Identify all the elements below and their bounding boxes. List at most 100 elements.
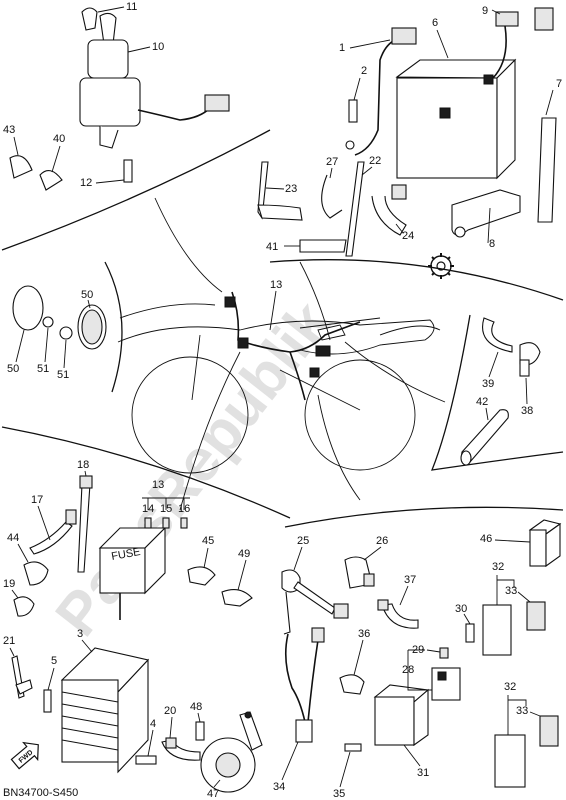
callout-17: 17 [31, 494, 43, 506]
callout-8: 8 [489, 238, 495, 250]
relay-31-body [374, 696, 415, 746]
band-24-head [391, 184, 407, 200]
bolt-12 [123, 159, 133, 183]
callout-24: 24 [402, 230, 414, 242]
front-fender [117, 326, 241, 343]
clamp-19 [13, 596, 35, 617]
cable-1-connector [391, 27, 417, 45]
zone-divider-bottom-left [1, 426, 291, 519]
clamp-group-right [460, 317, 541, 466]
callout-37: 37 [404, 574, 416, 586]
leader-24 [395, 223, 404, 234]
rear-wheel [304, 359, 416, 471]
callout-18: 18 [77, 459, 89, 471]
callout-22: 22 [369, 155, 381, 167]
leader-48 [197, 712, 201, 723]
callout-1: 1 [339, 42, 345, 54]
terminal-cover [534, 7, 554, 31]
sensor-34-body [295, 719, 313, 743]
fuse-15 [162, 517, 170, 529]
leader-34 [281, 741, 299, 781]
clamp-36 [339, 674, 365, 695]
battery-cable-1 [354, 39, 396, 156]
leader-33-top [517, 591, 531, 603]
nut-51b [59, 326, 73, 340]
cable-9-cover [495, 11, 519, 27]
horn-center [215, 752, 241, 778]
band-22 [345, 161, 365, 257]
reflector-disc [12, 285, 44, 331]
callout-10: 10 [152, 41, 164, 53]
band-37 [381, 603, 419, 629]
band-17-head [65, 509, 77, 525]
switch-body-top [87, 39, 129, 79]
relay-33-bottom [539, 715, 559, 747]
callout-13-fuse: 13 [152, 479, 164, 491]
callout-50-bottom: 50 [7, 363, 19, 375]
callout-32-top: 32 [492, 561, 504, 573]
callout-21: 21 [3, 635, 15, 647]
leader-32-bottom [507, 695, 527, 735]
callout-35: 35 [333, 788, 345, 800]
mid-parts-group [161, 566, 263, 793]
leader-46 [494, 539, 531, 543]
callout-13-harness: 13 [270, 279, 282, 291]
callout-42: 42 [476, 396, 488, 408]
clamp-41 [299, 239, 347, 253]
main-harness [224, 291, 361, 401]
leader-4 [147, 729, 154, 757]
seat [299, 317, 381, 329]
zone-divider-left-arc [104, 261, 123, 393]
leader-1 [349, 39, 391, 49]
callout-6: 6 [432, 17, 438, 29]
tube-42-end [460, 450, 472, 466]
leader-5 [47, 667, 55, 691]
leader-27 [329, 167, 333, 179]
key-b [99, 12, 117, 45]
leader-18 [84, 470, 87, 477]
leader-7 [545, 89, 554, 116]
relay-46-side [545, 522, 561, 568]
callout-46: 46 [480, 533, 492, 545]
leader-44 [17, 543, 29, 563]
leader-51-a [44, 327, 49, 363]
fuse-box-group: FUSE [98, 497, 190, 620]
regulator-group [43, 647, 157, 774]
callout-38: 38 [521, 405, 533, 417]
relay-32-bottom [494, 734, 526, 788]
callout-27: 27 [326, 156, 338, 168]
leader-38 [525, 377, 528, 405]
leader-47 [213, 779, 221, 788]
regulator-fins [61, 691, 119, 751]
leader-6 [436, 29, 449, 59]
leader-3 [81, 639, 93, 653]
band-27 [321, 174, 343, 219]
leader-36 [353, 639, 364, 676]
callout-51-b: 51 [57, 369, 69, 381]
sensor-34-wire [284, 633, 319, 723]
leader-51-b [63, 339, 67, 369]
leader-45 [203, 547, 209, 569]
callout-48: 48 [190, 701, 202, 713]
relay-26-tab [363, 573, 375, 587]
callout-33-bottom: 33 [516, 705, 528, 717]
fuse-bracket [142, 497, 190, 510]
callout-43: 43 [3, 124, 15, 136]
pointer-to-regulator-zone [317, 394, 361, 501]
relay-46-body [529, 529, 547, 567]
switch-body [79, 77, 141, 127]
reflector-group [12, 285, 107, 350]
band-17 [29, 521, 73, 555]
callout-36: 36 [358, 628, 370, 640]
switch-bracket [99, 126, 119, 149]
leader-40 [51, 145, 61, 173]
callout-26: 26 [376, 535, 388, 547]
switch-25-shaft [283, 591, 291, 635]
callout-32-bottom: 32 [504, 681, 516, 693]
battery-terminal-pos [483, 74, 494, 85]
holder-21 [15, 679, 33, 695]
leader-28 [407, 649, 432, 691]
callout-34: 34 [273, 781, 285, 793]
switch-wire [137, 107, 211, 121]
